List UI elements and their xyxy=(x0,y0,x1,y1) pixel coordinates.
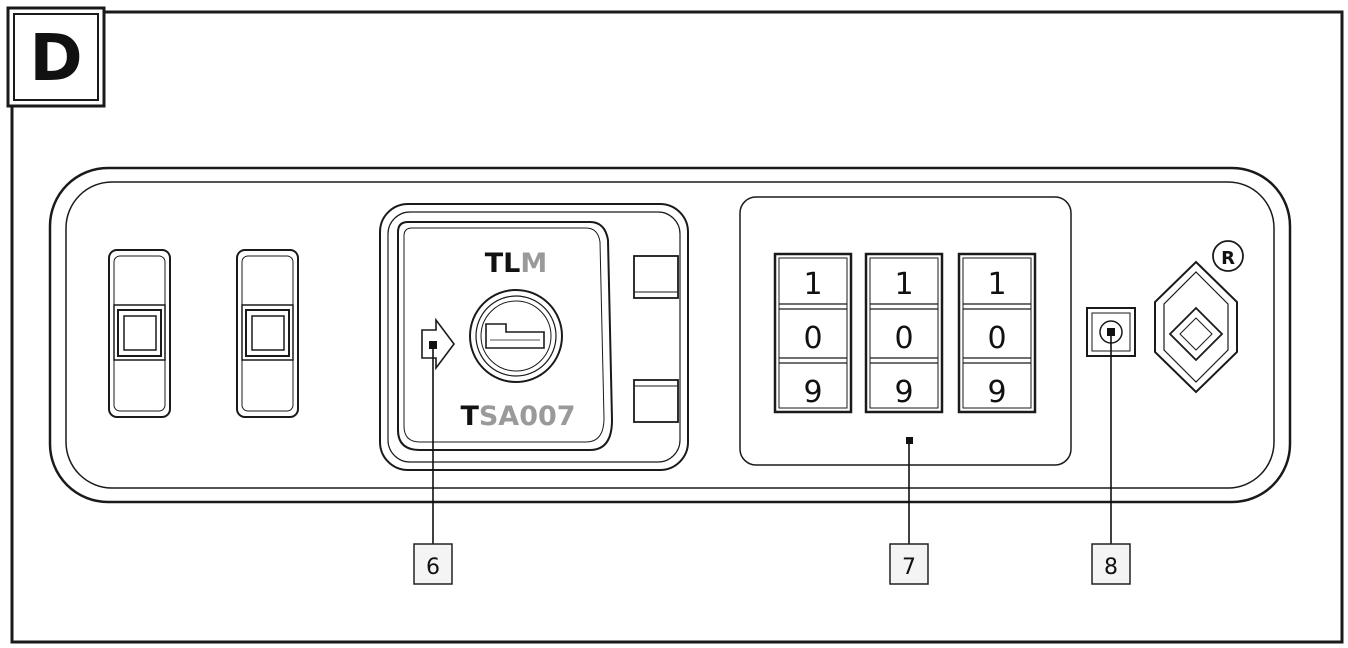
dial-3-middle-digit: 0 xyxy=(987,321,1006,356)
combination-dials: 1 0 9 1 0 9 1 0 9 xyxy=(773,252,1037,414)
callout-label-8: 8 xyxy=(1104,555,1118,580)
dial-3-top-digit: 1 xyxy=(987,267,1006,302)
brand-logo: TLM xyxy=(485,248,548,279)
callout-reset: 8 xyxy=(1091,328,1131,585)
figure-frame xyxy=(10,10,1344,644)
callout-keyhole: 6 xyxy=(413,341,453,585)
dial-2-middle-digit: 0 xyxy=(894,321,913,356)
dial-2-bottom-digit: 9 xyxy=(894,375,913,410)
dial-wheel-2[interactable]: 1 0 9 xyxy=(864,252,944,414)
lock-housing xyxy=(48,166,1292,504)
dial-1-bottom-digit: 9 xyxy=(803,375,822,410)
slider-left-1 xyxy=(108,249,171,418)
figure-label: D xyxy=(29,22,82,96)
callout-combination: 7 xyxy=(889,437,929,585)
dial-1-middle-digit: 0 xyxy=(803,321,822,356)
brand-diamond-logo: R xyxy=(1154,240,1244,394)
keyway-icon xyxy=(485,323,545,349)
key-cylinder xyxy=(469,289,563,383)
registered-mark-icon xyxy=(1212,240,1244,272)
combination-panel: 1 0 9 1 0 9 1 0 9 xyxy=(739,196,1072,466)
registered-mark: R xyxy=(1221,248,1235,269)
tsa-lock-module: TLM TSA007 xyxy=(379,203,689,471)
dial-2-top-digit: 1 xyxy=(894,267,913,302)
callout-label-6: 6 xyxy=(426,555,440,580)
model-number: TSA007 xyxy=(460,401,575,432)
dial-wheel-1[interactable]: 1 0 9 xyxy=(773,252,853,414)
figure-label-box: D xyxy=(6,6,106,108)
slider-left-2 xyxy=(236,249,299,418)
arrow-right-icon xyxy=(421,317,455,371)
callout-label-7: 7 xyxy=(902,555,916,580)
dial-1-top-digit: 1 xyxy=(803,267,822,302)
dial-wheel-3[interactable]: 1 0 9 xyxy=(957,252,1037,414)
dial-3-bottom-digit: 9 xyxy=(987,375,1006,410)
